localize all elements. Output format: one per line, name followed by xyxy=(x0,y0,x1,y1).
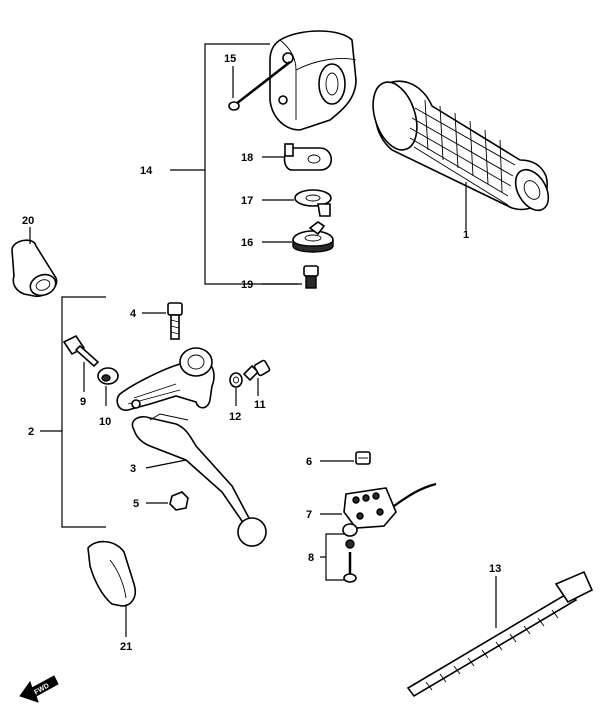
label-part-10: 10 xyxy=(99,416,111,428)
screw-part-11 xyxy=(242,359,271,382)
fwd-label: FWD xyxy=(33,682,50,696)
label-part-5: 5 xyxy=(133,498,139,510)
lever-holder xyxy=(116,347,215,411)
bracket-14 xyxy=(204,43,298,285)
label-part-20: 20 xyxy=(22,215,34,227)
label-part-8: 8 xyxy=(308,552,314,564)
washer-part-17 xyxy=(294,189,332,217)
label-part-12: 12 xyxy=(229,411,241,423)
bolt-part-9 xyxy=(62,334,100,368)
switch-part-7 xyxy=(343,482,437,529)
lever-part-3 xyxy=(131,413,267,547)
washer-part-12 xyxy=(229,372,243,388)
label-part-11: 11 xyxy=(254,399,266,411)
label-part-1: 1 xyxy=(463,229,469,241)
bracket-8 xyxy=(325,533,344,581)
washer-part-10 xyxy=(97,367,119,385)
label-part-7: 7 xyxy=(306,509,312,521)
part-16-throttle-pulley xyxy=(292,221,334,253)
nut-part-5 xyxy=(169,491,189,511)
label-part-3: 3 xyxy=(130,463,136,475)
boot-part-20 xyxy=(11,239,58,298)
screw-part-6 xyxy=(355,451,371,465)
label-part-6: 6 xyxy=(306,456,312,468)
label-part-4: 4 xyxy=(130,308,137,320)
cover-part-21 xyxy=(87,540,137,607)
part-19-fitting xyxy=(303,265,319,289)
screw-part-8 xyxy=(342,523,358,583)
label-part-17: 17 xyxy=(241,195,253,207)
leader-3 xyxy=(145,459,187,469)
label-part-16: 16 xyxy=(241,237,253,249)
fwd-arrow-icon: FWD xyxy=(19,675,59,703)
switch-housing-part-14 xyxy=(269,30,357,131)
grip-part-1 xyxy=(372,80,550,212)
label-part-15: 15 xyxy=(224,53,236,65)
screw-part-15 xyxy=(228,61,291,111)
part-18-adapter xyxy=(283,143,333,171)
label-part-14: 14 xyxy=(140,165,153,177)
label-part-9: 9 xyxy=(80,396,86,408)
cable-tie-part-13 xyxy=(406,570,594,698)
label-part-19: 19 xyxy=(241,279,253,291)
label-part-21: 21 xyxy=(120,641,132,653)
bolt-part-4 xyxy=(167,302,183,340)
label-part-2: 2 xyxy=(28,426,34,438)
label-part-18: 18 xyxy=(241,152,253,164)
label-part-13: 13 xyxy=(489,563,501,575)
bracket-2 xyxy=(61,296,106,528)
